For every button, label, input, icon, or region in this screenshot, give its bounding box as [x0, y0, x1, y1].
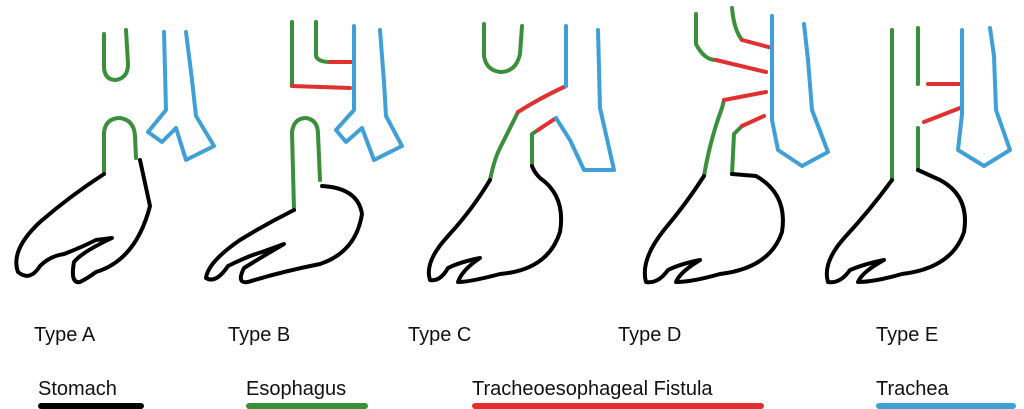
legend-fistula-label: Tracheoesophageal Fistula: [472, 378, 713, 401]
type-d-drawing: [645, 8, 828, 282]
type-b-esophagus-pouch: [316, 22, 330, 62]
legend-esophagus-swatch: [246, 403, 368, 409]
type-d-trachea: [772, 16, 828, 166]
type-b-label: Type B: [228, 324, 290, 347]
type-c-drawing: [429, 24, 614, 282]
legend-trachea-label: Trachea: [876, 378, 949, 401]
type-e-drawing: [827, 28, 1010, 282]
type-c-label: Type C: [408, 324, 471, 347]
type-d-fistula-2: [716, 60, 766, 72]
type-d-label: Type D: [618, 324, 681, 347]
legend-esophagus-label: Esophagus: [246, 378, 346, 401]
type-d-esophagus-lower: [704, 100, 724, 176]
legend-stomach-label: Stomach: [38, 378, 117, 401]
type-b-esophagus-lower: [292, 118, 320, 210]
type-a-trachea: [148, 32, 214, 160]
type-a-esophagus-upper: [104, 30, 128, 80]
type-b-trachea: [336, 26, 402, 160]
type-e-trachea: [958, 28, 1010, 166]
type-c-trachea: [556, 26, 614, 170]
legend-trachea-swatch: [876, 403, 1016, 409]
legend-fistula-swatch: [472, 403, 764, 409]
type-a-drawing: [16, 30, 214, 282]
type-c-stomach: [429, 166, 561, 282]
type-c-esophagus-lower-right: [532, 130, 538, 166]
type-d-fistula-4: [742, 116, 764, 126]
type-e-fistula-2: [924, 108, 960, 122]
type-b-fistula-2: [292, 86, 350, 88]
type-d-esophagus-lower-right: [732, 126, 742, 174]
legend-stomach-swatch: [38, 403, 144, 409]
type-c-esophagus-lower: [490, 112, 518, 180]
type-b-stomach: [206, 186, 362, 282]
type-b-drawing: [206, 22, 402, 282]
type-a-esophagus-lower: [104, 118, 136, 174]
type-a-label: Type A: [34, 324, 95, 347]
type-e-label: Type E: [876, 324, 938, 347]
type-d-fistula-1: [742, 40, 772, 48]
type-d-esophagus-upper: [696, 8, 742, 60]
type-d-fistula-3: [724, 92, 766, 100]
type-e-stomach: [827, 170, 965, 282]
type-a-stomach: [16, 160, 150, 282]
type-c-esophagus-upper: [484, 24, 522, 72]
type-c-fistula-2: [538, 118, 556, 130]
type-c-fistula: [518, 86, 566, 112]
type-d-stomach: [645, 174, 783, 282]
